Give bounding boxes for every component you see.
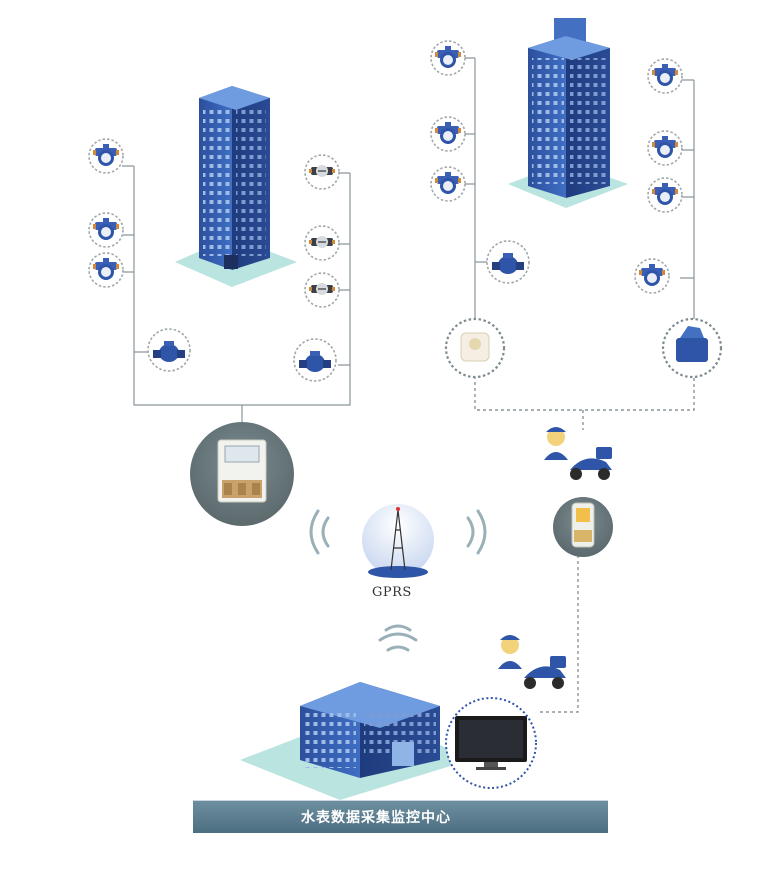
- dry-meter-icon: [304, 154, 340, 190]
- blue-collector-icon: [661, 317, 723, 379]
- large-flow-meter-icon: [293, 338, 337, 382]
- water-meter-icon: [634, 258, 670, 294]
- water-meter-icon: [430, 116, 466, 152]
- data-concentrator-icon: [190, 422, 294, 526]
- handheld-reader-icon: [553, 497, 613, 557]
- right-meter-wiring: [464, 57, 695, 336]
- meter-reader-on-scooter-icon: [498, 635, 566, 689]
- water-meter-icon: [88, 212, 124, 248]
- monitor-display-icon: [445, 697, 537, 789]
- left-residential-building: [175, 86, 297, 287]
- water-meter-icon: [88, 252, 124, 288]
- monitoring-center-building: [240, 682, 470, 800]
- meter-reader-on-scooter-icon: [544, 427, 612, 480]
- center-title: 水表数据采集监控中心: [301, 810, 451, 826]
- water-meter-icon: [647, 130, 683, 166]
- large-flow-meter-icon: [486, 240, 530, 284]
- dry-meter-icon: [304, 272, 340, 308]
- water-meter-icon: [430, 166, 466, 202]
- water-meter-icon: [430, 40, 466, 76]
- large-flow-meter-icon: [147, 328, 191, 372]
- center-title-banner: [193, 800, 608, 833]
- dry-meter-icon: [304, 225, 340, 261]
- right-office-building: [508, 18, 628, 208]
- water-meter-icon: [88, 138, 124, 174]
- wireless-signal-icon: [309, 509, 487, 652]
- gprs-label: GPRS: [372, 585, 412, 600]
- white-collector-icon: [444, 317, 506, 379]
- gprs-tower-icon: [362, 504, 434, 578]
- water-meter-icon: [647, 58, 683, 94]
- water-meter-icon: [647, 177, 683, 213]
- collector-link-dashed: [474, 370, 695, 713]
